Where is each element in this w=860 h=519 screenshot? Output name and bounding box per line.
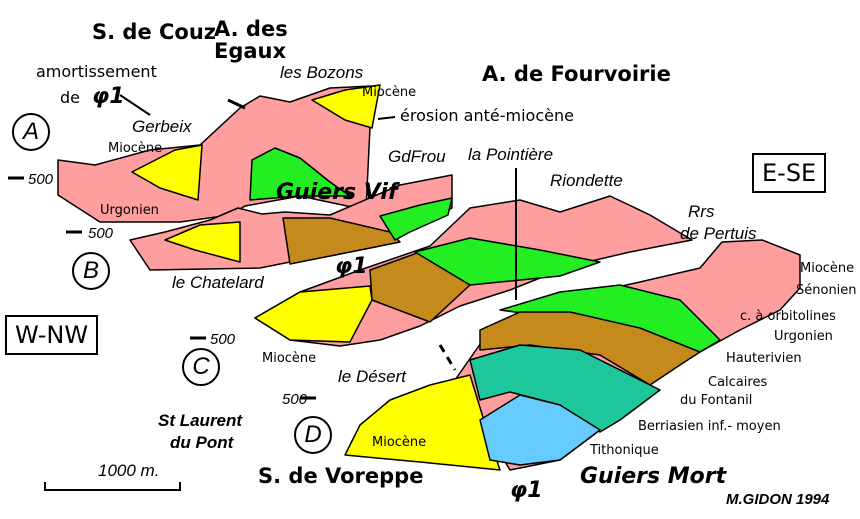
- place-pointiere: la Pointière: [468, 145, 554, 164]
- erosion-arrow: [377, 116, 396, 120]
- section-label-d: D: [294, 416, 332, 454]
- label-miocene-e: Miocène: [800, 261, 855, 276]
- section-a-miocene-gerbeix: [131, 144, 203, 201]
- place-laurent-1: St Laurent: [158, 411, 243, 430]
- place-pertuis-1: Rrs: [688, 202, 715, 221]
- place-riondette: Riondette: [550, 171, 623, 190]
- section-a-miocene-bozons: [311, 84, 381, 129]
- section-d-berriasien: [469, 344, 661, 433]
- section-label-c: C: [182, 348, 220, 386]
- place-bozons: les Bozons: [280, 63, 364, 82]
- river-guiers-vif: Guiers Vif: [276, 180, 398, 205]
- amortissement-label: amortissement: [36, 62, 157, 81]
- fault-line: [227, 98, 246, 110]
- label-miocene-d: Miocène: [372, 435, 427, 450]
- phi1-label-b: φ1: [335, 254, 368, 279]
- altitude-b: 500: [88, 225, 114, 242]
- credit: M.GIDON 1994: [726, 491, 830, 508]
- place-chatelard: le Chatelard: [172, 273, 264, 292]
- altitude-d: 500: [282, 391, 308, 408]
- altitude-a: 500: [28, 171, 54, 188]
- section-c-miocene: [254, 285, 373, 343]
- amort-arrow: [119, 94, 151, 116]
- phi1-label-top: φ1: [92, 84, 125, 109]
- orientation-west: W-NW: [5, 315, 99, 355]
- scale-label: 1000 m.: [98, 461, 160, 480]
- place-laurent-2: du Pont: [170, 433, 234, 452]
- section-b-miocene: [164, 221, 241, 263]
- section-label-a: A: [12, 113, 50, 151]
- label-berriasien: Berriasien inf.- moyen: [638, 419, 781, 434]
- place-desert: le Désert: [338, 367, 407, 386]
- section-c-hauterivien: [414, 237, 601, 286]
- section-label-b: B: [72, 252, 110, 290]
- section-d-miocene: [344, 374, 501, 471]
- phi1-label-d: φ1: [510, 478, 543, 503]
- altitude-c: 500: [210, 331, 236, 348]
- place-gerbeix: Gerbeix: [132, 117, 192, 136]
- place-grandfrou: GdFrou: [388, 147, 446, 166]
- title-voreppe: S. de Voreppe: [258, 464, 424, 488]
- amortissement-de: de: [60, 88, 80, 107]
- river-guiers-mort: Guiers Mort: [580, 464, 727, 489]
- label-orbitolines: c. à orbitolines: [740, 309, 836, 324]
- title-couz: S. de Couz: [92, 20, 217, 44]
- erosion-label: érosion anté-miocène: [400, 106, 574, 125]
- section-b-fontanil: [282, 217, 401, 265]
- label-tithonique: Tithonique: [590, 443, 659, 458]
- label-miocene-bozons: Miocène: [362, 85, 417, 100]
- title-fourvoirie: A. de Fourvoirie: [482, 62, 671, 86]
- orientation-east: E-SE: [752, 153, 827, 193]
- label-senonien: Sénonien: [796, 283, 857, 298]
- label-calcaires-2: du Fontanil: [680, 393, 753, 408]
- label-calcaires-1: Calcaires: [708, 375, 768, 390]
- section-a-hauterivien: [249, 147, 351, 201]
- scale-bar: [44, 482, 181, 491]
- label-miocene-c: Miocène: [262, 351, 317, 366]
- section-d-tithonique: [479, 394, 601, 466]
- section-b-hauterivien: [379, 197, 453, 241]
- label-urgonien-e: Urgonien: [774, 329, 833, 344]
- label-hauterivien: Hauterivien: [726, 351, 802, 366]
- label-miocene-gerbeix: Miocène: [108, 141, 163, 156]
- title-egaux: A. des Egaux: [214, 17, 288, 63]
- fault-phi1-dashed: [438, 344, 457, 371]
- place-pertuis-2: de Pertuis: [680, 224, 757, 243]
- label-urgonien-a: Urgonien: [100, 203, 159, 218]
